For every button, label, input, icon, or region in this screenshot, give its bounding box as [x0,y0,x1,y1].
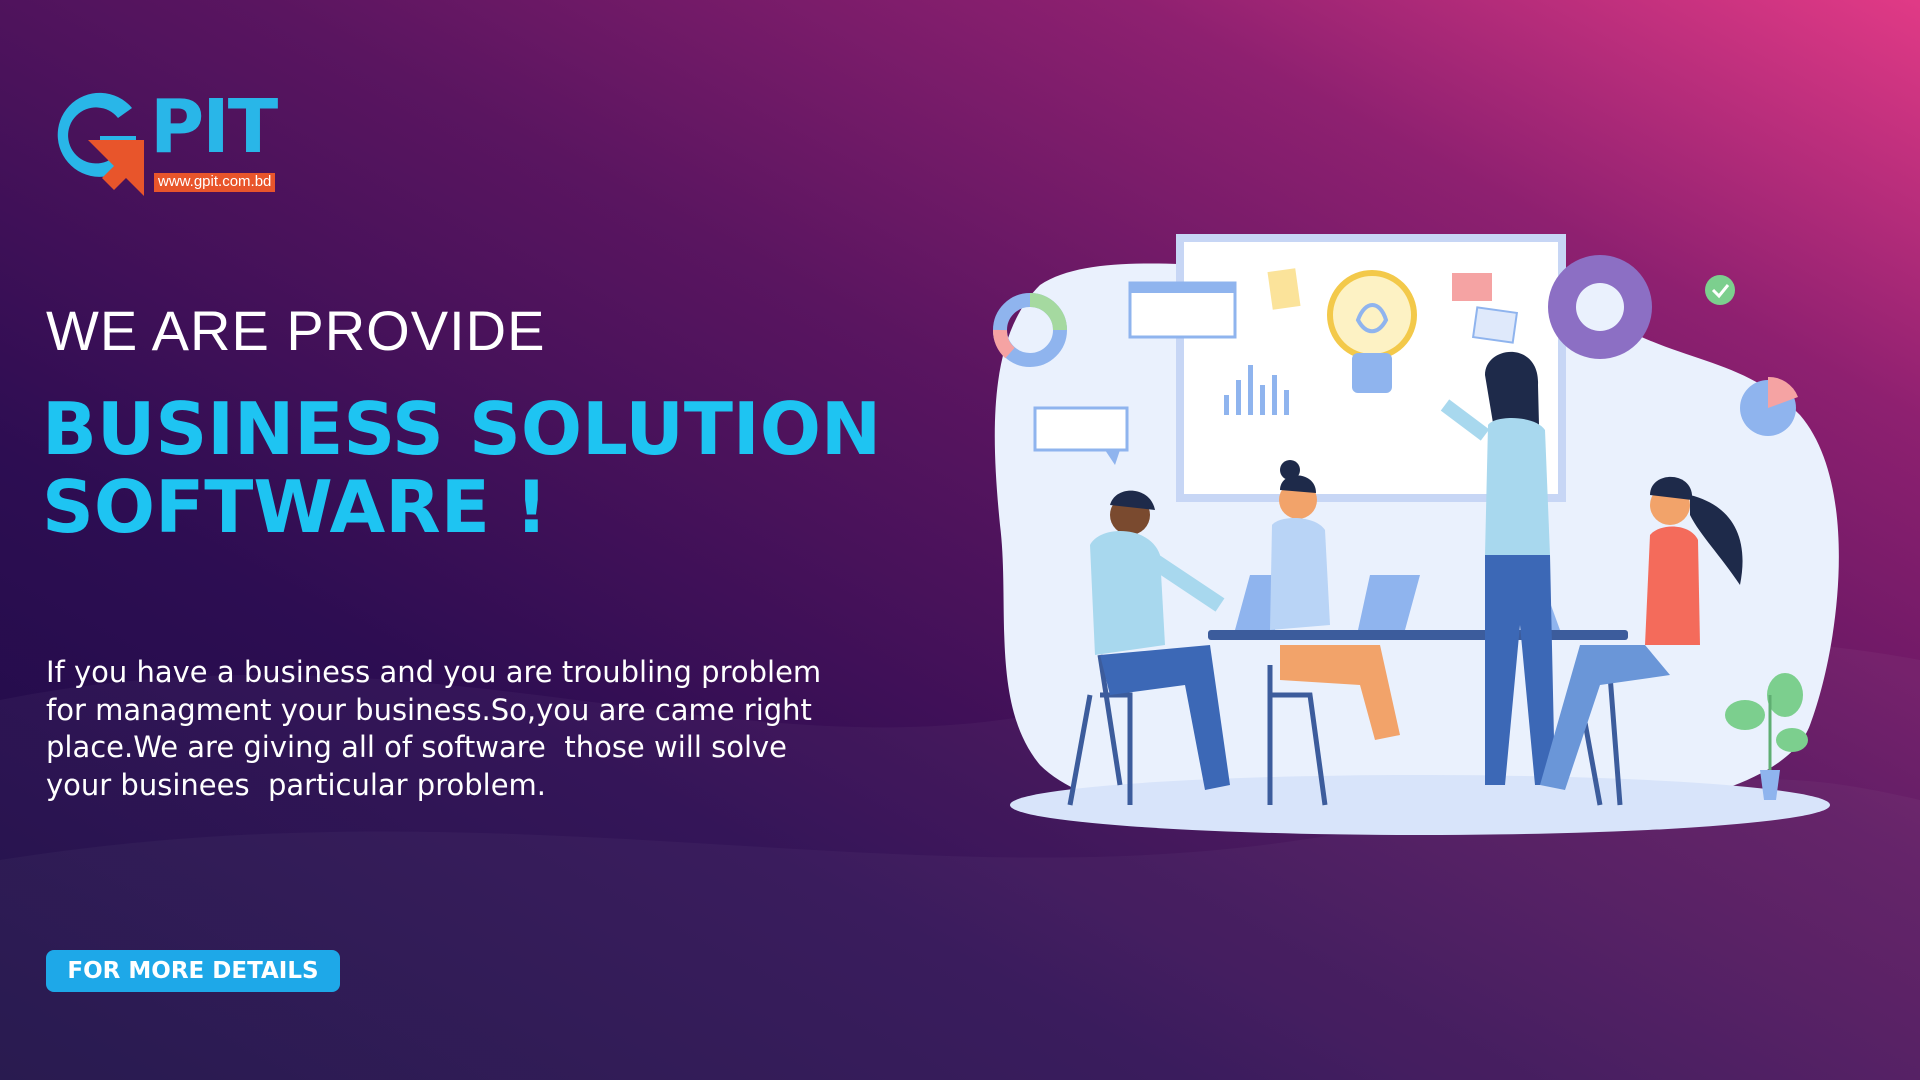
bar-chart-icon [1224,365,1289,415]
document-icon-2 [1471,306,1519,344]
laptop-icon-2 [1358,575,1420,630]
document-icon [1452,273,1492,301]
lightbulb-icon [1327,270,1417,393]
potted-plant-icon [1725,673,1808,800]
hero-description: If you have a business and you are troub… [46,655,822,802]
person-3 [1440,351,1555,785]
headline-line-1: BUSINESS SOLUTION [42,387,882,471]
brand-logo[interactable]: PIT www.gpit.com.bd [44,78,314,198]
pie-chart-icon [1740,376,1798,436]
person-4 [1540,476,1743,790]
donut-chart-icon [993,293,1067,367]
sticky-note-icon [1267,268,1301,310]
logo-url: www.gpit.com.bd [154,173,276,192]
person-2 [1270,460,1400,740]
hero-subhead: WE ARE PROVIDE [46,299,546,362]
person-1 [1090,490,1230,790]
hero-headline: BUSINESS SOLUTION SOFTWARE ! [42,390,881,546]
logo-g-icon [57,92,144,196]
meeting-table [1208,630,1628,640]
floor-shadow [1010,775,1830,835]
chat-bubble-icon [1033,406,1129,465]
team-meeting-illustration [993,234,1839,835]
more-details-button[interactable]: FOR MORE DETAILS [46,950,340,992]
gear-icon [1548,255,1652,359]
chair [1067,654,1623,806]
headline-line-2: SOFTWARE ! [42,465,548,549]
logo-wordmark: PIT [150,84,278,170]
check-icon [1705,275,1735,305]
